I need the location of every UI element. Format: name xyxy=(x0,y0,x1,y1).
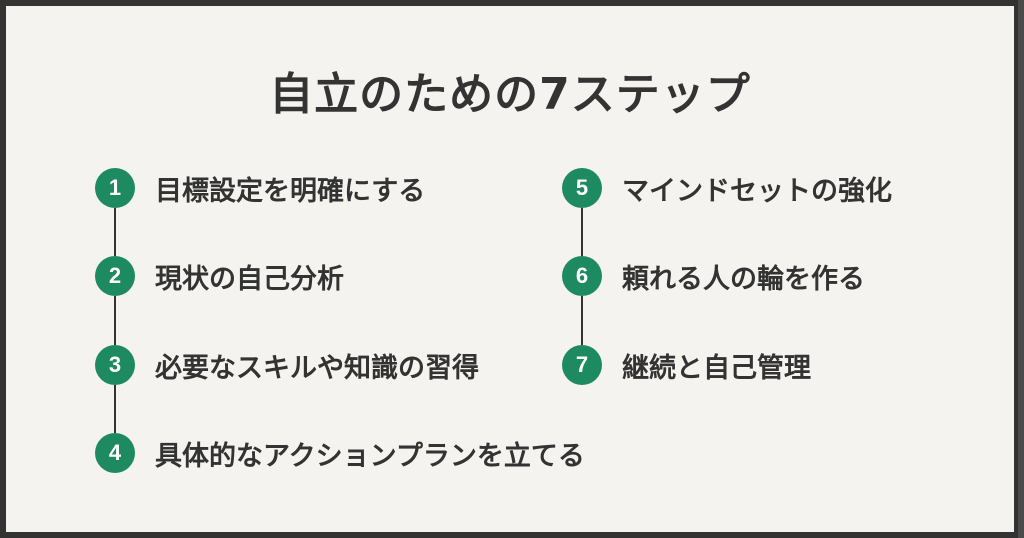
step-label: 具体的なアクションプランを立てる xyxy=(155,440,585,472)
step-number-badge: 1 xyxy=(95,168,135,208)
diagram-title: 自立のための7ステップ xyxy=(269,69,751,120)
step-number-badge: 4 xyxy=(95,433,135,473)
step-6: 6 頼れる人の輪を作る xyxy=(562,256,865,296)
frame-edge xyxy=(1018,0,1024,538)
step-number-badge: 7 xyxy=(562,345,602,385)
connector-line-3-4 xyxy=(114,385,116,433)
step-label: 必要なスキルや知識の習得 xyxy=(155,352,479,384)
step-2: 2 現状の自己分析 xyxy=(95,256,344,296)
step-4: 4 具体的なアクションプランを立てる xyxy=(95,433,585,473)
step-number-badge: 2 xyxy=(95,256,135,296)
step-1: 1 目標設定を明確にする xyxy=(95,168,425,208)
step-label: 現状の自己分析 xyxy=(155,263,344,295)
step-label: マインドセットの強化 xyxy=(622,175,892,207)
diagram-card: 自立のための7ステップ 1 目標設定を明確にする 2 現状の自己分析 3 必要な… xyxy=(6,6,1014,532)
step-7: 7 継続と自己管理 xyxy=(562,345,811,385)
step-number-badge: 6 xyxy=(562,256,602,296)
connector-line-1-2 xyxy=(114,208,116,256)
connector-line-6-7 xyxy=(581,296,583,345)
step-label: 目標設定を明確にする xyxy=(155,175,426,207)
step-label: 頼れる人の輪を作る xyxy=(622,263,865,295)
step-5: 5 マインドセットの強化 xyxy=(562,168,892,208)
step-3: 3 必要なスキルや知識の習得 xyxy=(95,345,479,385)
step-number-badge: 5 xyxy=(562,168,602,208)
step-number-badge: 3 xyxy=(95,345,135,385)
step-label: 継続と自己管理 xyxy=(622,352,811,384)
connector-line-2-3 xyxy=(114,296,116,345)
connector-line-5-6 xyxy=(581,208,583,256)
